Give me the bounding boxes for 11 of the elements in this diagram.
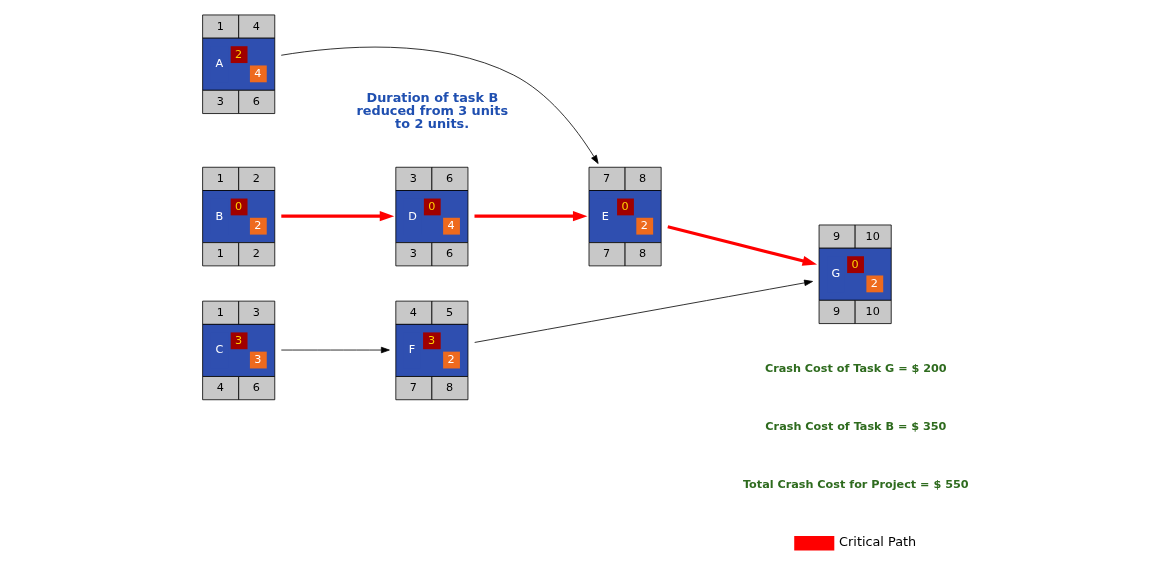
arrow xyxy=(280,211,394,222)
label: Crash Cost of Task B = $ 350 xyxy=(764,419,946,433)
arrow xyxy=(280,46,599,164)
arrow xyxy=(473,279,813,343)
label: Duration of task B reduced from 3 units to 2 units. xyxy=(356,90,508,131)
label: Total Crash Cost for Project = $ 550 xyxy=(742,477,969,491)
arrow xyxy=(474,211,587,222)
legend-label: Critical Path xyxy=(838,534,916,550)
arrow xyxy=(666,225,817,266)
label: Crash Cost of Task G = $ 200 xyxy=(764,362,947,376)
arrow xyxy=(280,346,390,354)
